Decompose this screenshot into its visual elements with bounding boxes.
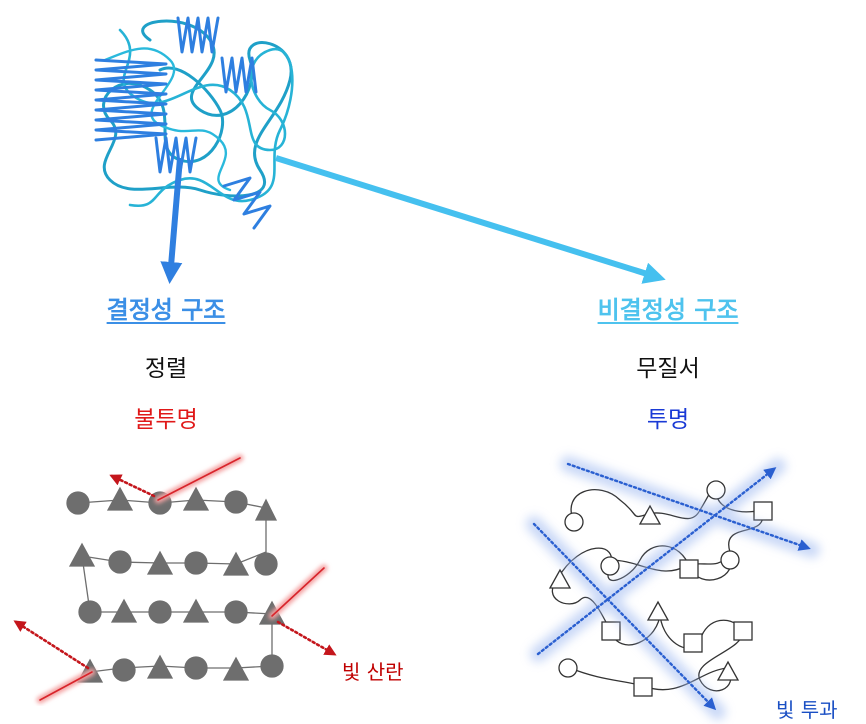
- triangle-icon: [182, 598, 210, 623]
- square-icon: [679, 559, 699, 579]
- circle-icon: [600, 556, 620, 576]
- scatter-rays: [13, 454, 337, 704]
- triangle-icon: [146, 654, 174, 679]
- transmit-beams: [526, 456, 820, 720]
- amorphous-shapes: [548, 480, 773, 697]
- triangle-icon: [222, 551, 250, 576]
- crystalline-arrow: [160, 157, 183, 284]
- square-icon: [633, 677, 653, 697]
- square-icon: [753, 501, 773, 521]
- scatter-note: 빛 산란: [342, 660, 404, 684]
- circle-icon: [78, 600, 102, 624]
- crystalline-opacity: 불투명: [134, 407, 198, 433]
- circle-icon: [184, 551, 208, 575]
- circle-icon: [706, 480, 726, 500]
- circle-icon: [66, 491, 90, 515]
- triangle-icon: [638, 504, 662, 525]
- crystalline-chain: [66, 486, 286, 683]
- amorphous-arrow: [275, 155, 666, 284]
- circle-icon: [108, 550, 132, 574]
- triangle-icon: [110, 598, 138, 623]
- circle-icon: [148, 600, 172, 624]
- crystalline-descriptor: 정렬: [144, 356, 188, 382]
- amorphous-opacity: 투명: [646, 407, 690, 433]
- triangle-icon: [182, 486, 210, 511]
- square-icon: [683, 633, 703, 653]
- square-icon: [601, 621, 621, 641]
- square-icon: [733, 621, 753, 641]
- circle-icon: [184, 656, 208, 680]
- circle-icon: [112, 658, 136, 682]
- transmit-note: 빛 투과: [776, 698, 838, 722]
- triangle-icon: [646, 600, 670, 621]
- triangle-icon: [222, 656, 250, 681]
- circle-icon: [224, 490, 248, 514]
- amorphous-heading: 비결정성 구조: [597, 296, 739, 324]
- triangle-icon: [548, 568, 572, 589]
- triangle-icon: [68, 542, 96, 567]
- triangle-icon: [146, 550, 174, 575]
- circle-icon: [558, 658, 578, 678]
- circle-icon: [254, 552, 278, 576]
- triangle-icon: [106, 486, 134, 511]
- crystalline-heading: 결정성 구조: [106, 296, 226, 324]
- triangle-icon: [254, 498, 278, 521]
- circle-icon: [260, 654, 284, 678]
- circle-icon: [720, 550, 740, 570]
- amorphous-descriptor: 무질서: [636, 356, 700, 382]
- polymer-coil-icon: [94, 16, 294, 230]
- circle-icon: [564, 512, 584, 532]
- circle-icon: [224, 600, 248, 624]
- triangle-icon: [716, 660, 740, 681]
